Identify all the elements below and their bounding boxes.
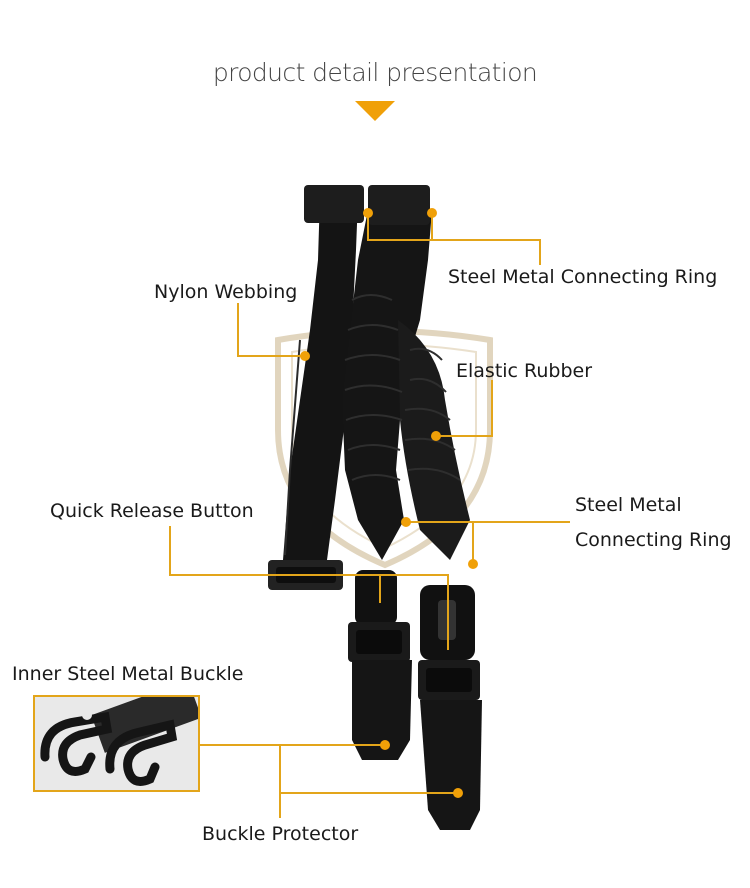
down-arrow-icon bbox=[355, 101, 395, 121]
label-steel-ring-lower-2: Connecting Ring bbox=[575, 529, 732, 551]
page-title: product detail presentation bbox=[212, 58, 538, 87]
quick-release-buckles bbox=[348, 570, 480, 700]
inner-buckle-inset bbox=[33, 695, 200, 792]
elastic-rubber-sections bbox=[342, 185, 470, 560]
snap-hook-icon bbox=[40, 697, 198, 786]
label-buckle-protector: Buckle Protector bbox=[202, 823, 359, 845]
buckle-protector-sleeves bbox=[352, 660, 482, 830]
label-elastic-rubber: Elastic Rubber bbox=[456, 360, 593, 382]
callout-lines bbox=[169, 213, 570, 818]
nylon-webbing-strap bbox=[268, 185, 364, 590]
label-steel-ring-top: Steel Metal Connecting Ring bbox=[448, 266, 718, 288]
callout-dots bbox=[300, 208, 478, 798]
label-quick-release: Quick Release Button bbox=[50, 500, 254, 522]
label-nylon-webbing: Nylon Webbing bbox=[154, 281, 298, 303]
label-steel-ring-lower-1: Steel Metal bbox=[575, 494, 682, 516]
label-inner-buckle: Inner Steel Metal Buckle bbox=[12, 663, 244, 685]
